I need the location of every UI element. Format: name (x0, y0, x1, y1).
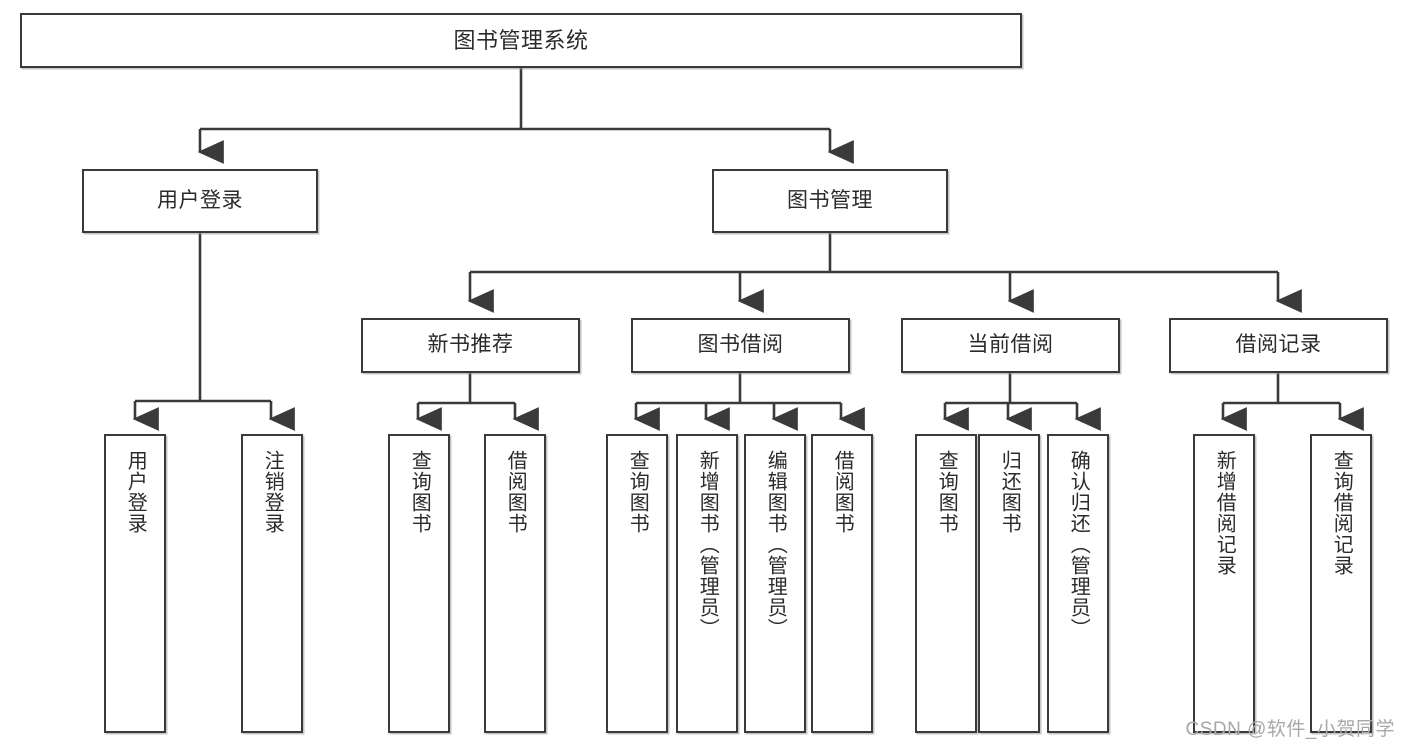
node-label: 注销登录 (261, 450, 284, 534)
node-label: 查询借阅记录 (1330, 450, 1353, 576)
leaf-borrow-book-recommend[interactable]: 借阅图书 (484, 434, 546, 733)
node-label: 借阅记录 (1235, 333, 1322, 357)
node-label: 新增图书（管理员） (696, 450, 719, 639)
node-label: 新增借阅记录 (1213, 450, 1236, 576)
node-label: 当前借阅 (967, 333, 1054, 357)
node-label: 查询图书 (935, 450, 958, 534)
node-user-login[interactable]: 用户登录 (82, 169, 318, 233)
node-label: 借阅图书 (504, 450, 527, 534)
node-book-management[interactable]: 图书管理 (712, 169, 948, 233)
leaf-logout-login[interactable]: 注销登录 (241, 434, 303, 733)
leaf-query-book-borrow[interactable]: 查询图书 (606, 434, 668, 733)
node-label: 图书管理系统 (453, 27, 589, 53)
node-label: 确认归还（管理员） (1067, 450, 1090, 639)
node-label: 新书推荐 (427, 333, 514, 357)
watermark-text: CSDN @软件_小贺同学 (1185, 719, 1395, 740)
node-label: 图书管理 (787, 188, 873, 212)
node-label: 查询图书 (626, 450, 649, 534)
leaf-borrow-book[interactable]: 借阅图书 (811, 434, 873, 733)
node-label: 用户登录 (157, 188, 243, 212)
node-label: 图书借阅 (697, 333, 784, 357)
leaf-user-login[interactable]: 用户登录 (104, 434, 166, 733)
node-book-borrow[interactable]: 图书借阅 (631, 318, 850, 373)
node-label: 查询图书 (408, 450, 431, 534)
leaf-confirm-return-admin[interactable]: 确认归还（管理员） (1047, 434, 1109, 733)
leaf-edit-book-admin[interactable]: 编辑图书（管理员） (744, 434, 806, 733)
node-label: 归还图书 (998, 450, 1021, 534)
node-label: 编辑图书（管理员） (764, 450, 787, 639)
leaf-query-borrow-record[interactable]: 查询借阅记录 (1310, 434, 1372, 733)
node-label: 借阅图书 (831, 450, 854, 534)
leaf-query-book-recommend[interactable]: 查询图书 (388, 434, 450, 733)
leaf-return-book[interactable]: 归还图书 (978, 434, 1040, 733)
leaf-add-borrow-record[interactable]: 新增借阅记录 (1193, 434, 1255, 733)
leaf-query-book-current[interactable]: 查询图书 (915, 434, 977, 733)
node-borrow-record[interactable]: 借阅记录 (1169, 318, 1388, 373)
leaf-add-book-admin[interactable]: 新增图书（管理员） (676, 434, 738, 733)
node-root-system[interactable]: 图书管理系统 (20, 13, 1022, 68)
node-label: 用户登录 (124, 450, 147, 534)
node-new-book-recommend[interactable]: 新书推荐 (361, 318, 580, 373)
node-current-borrow[interactable]: 当前借阅 (901, 318, 1120, 373)
